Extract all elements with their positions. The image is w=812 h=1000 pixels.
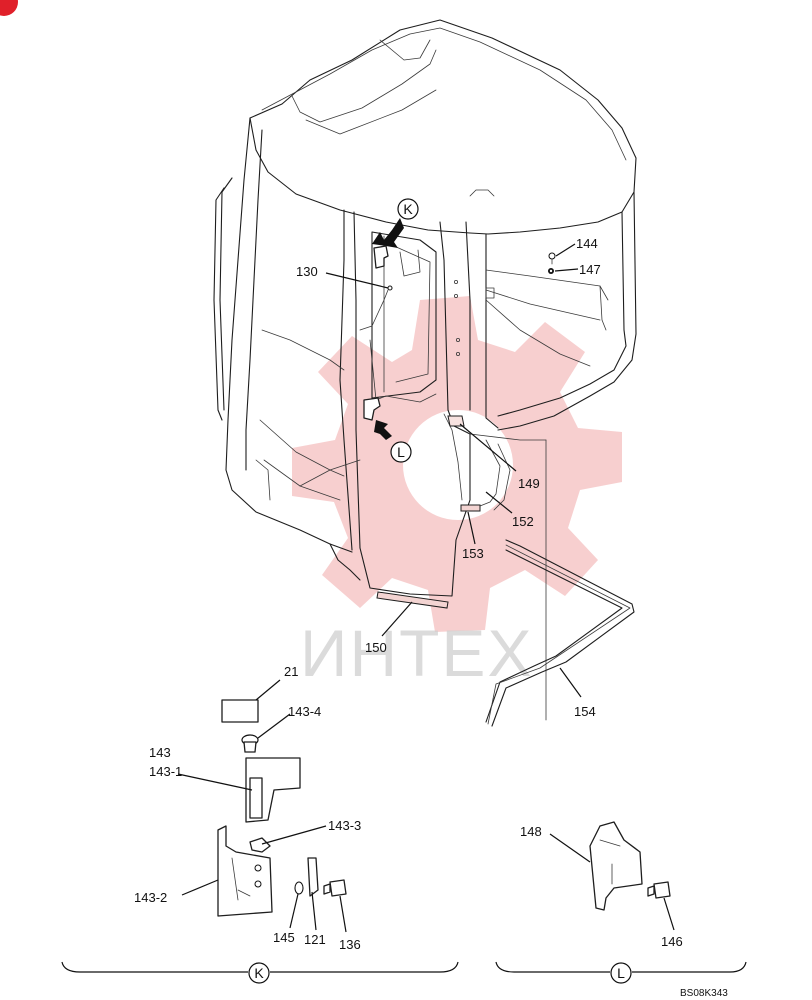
callout-148: 148: [520, 824, 542, 839]
corner-badge-icon: [0, 0, 18, 16]
view-arrow-l: [374, 420, 392, 440]
callout-121: 121: [304, 932, 326, 947]
seal-strip-154: [485, 539, 635, 727]
part-143-3-clip: [249, 837, 271, 853]
callout-153: 153: [462, 546, 484, 561]
view-marker-l: L: [390, 441, 412, 463]
part-21-plate: [221, 699, 259, 723]
view-marker-k-label: K: [403, 201, 413, 217]
leader-lines: [177, 243, 675, 933]
washer-147-icon: [548, 268, 554, 274]
callout-143-1: 143-1: [149, 764, 182, 779]
callout-21: 21: [284, 664, 298, 679]
callout-147: 147: [579, 262, 601, 277]
part-148-bracket: [589, 821, 643, 911]
detail-l: [589, 821, 671, 911]
callout-143-2: 143-2: [134, 890, 167, 905]
callout-130: 130: [296, 264, 318, 279]
callout-143: 143: [149, 745, 171, 760]
view-marker-l-label: L: [397, 444, 405, 460]
callout-150: 150: [365, 640, 387, 655]
seal-153: [460, 504, 481, 512]
callout-145: 145: [273, 930, 295, 945]
bolt-136-icon: [323, 879, 347, 897]
drawing-code: BS08K343: [680, 988, 728, 999]
bracket-148-installed: [363, 397, 381, 421]
view-arrow-k: [372, 218, 404, 248]
detail-k: [217, 699, 347, 917]
callout-136: 136: [339, 937, 361, 952]
brace-k-label: K: [254, 965, 264, 981]
bracket-143-installed: [373, 245, 389, 269]
callouts: 130 144 147 149 152 153 150 154 21 143-4…: [134, 236, 683, 952]
part-143-2-bracket: [217, 825, 273, 917]
brace-l-label: L: [617, 965, 625, 981]
seal-150: [376, 591, 449, 609]
cab-frame: [213, 19, 637, 721]
bolt-143-4-icon: [241, 734, 259, 753]
bolt-146-icon: [647, 881, 671, 899]
brace-view-l: L: [495, 961, 747, 984]
bolt-144-icon: [548, 252, 556, 265]
view-marker-k: K: [397, 198, 419, 220]
callout-144: 144: [576, 236, 598, 251]
watermark-gear-icon: [292, 296, 622, 632]
part-149: [447, 415, 465, 427]
callout-149: 149: [518, 476, 540, 491]
callout-143-4: 143-4: [288, 704, 321, 719]
callout-146: 146: [661, 934, 683, 949]
watermark-text: ИНТЕХ: [300, 616, 533, 690]
callout-143-3: 143-3: [328, 818, 361, 833]
brace-view-k: K: [61, 961, 459, 984]
callout-154: 154: [574, 704, 596, 719]
callout-152: 152: [512, 514, 534, 529]
